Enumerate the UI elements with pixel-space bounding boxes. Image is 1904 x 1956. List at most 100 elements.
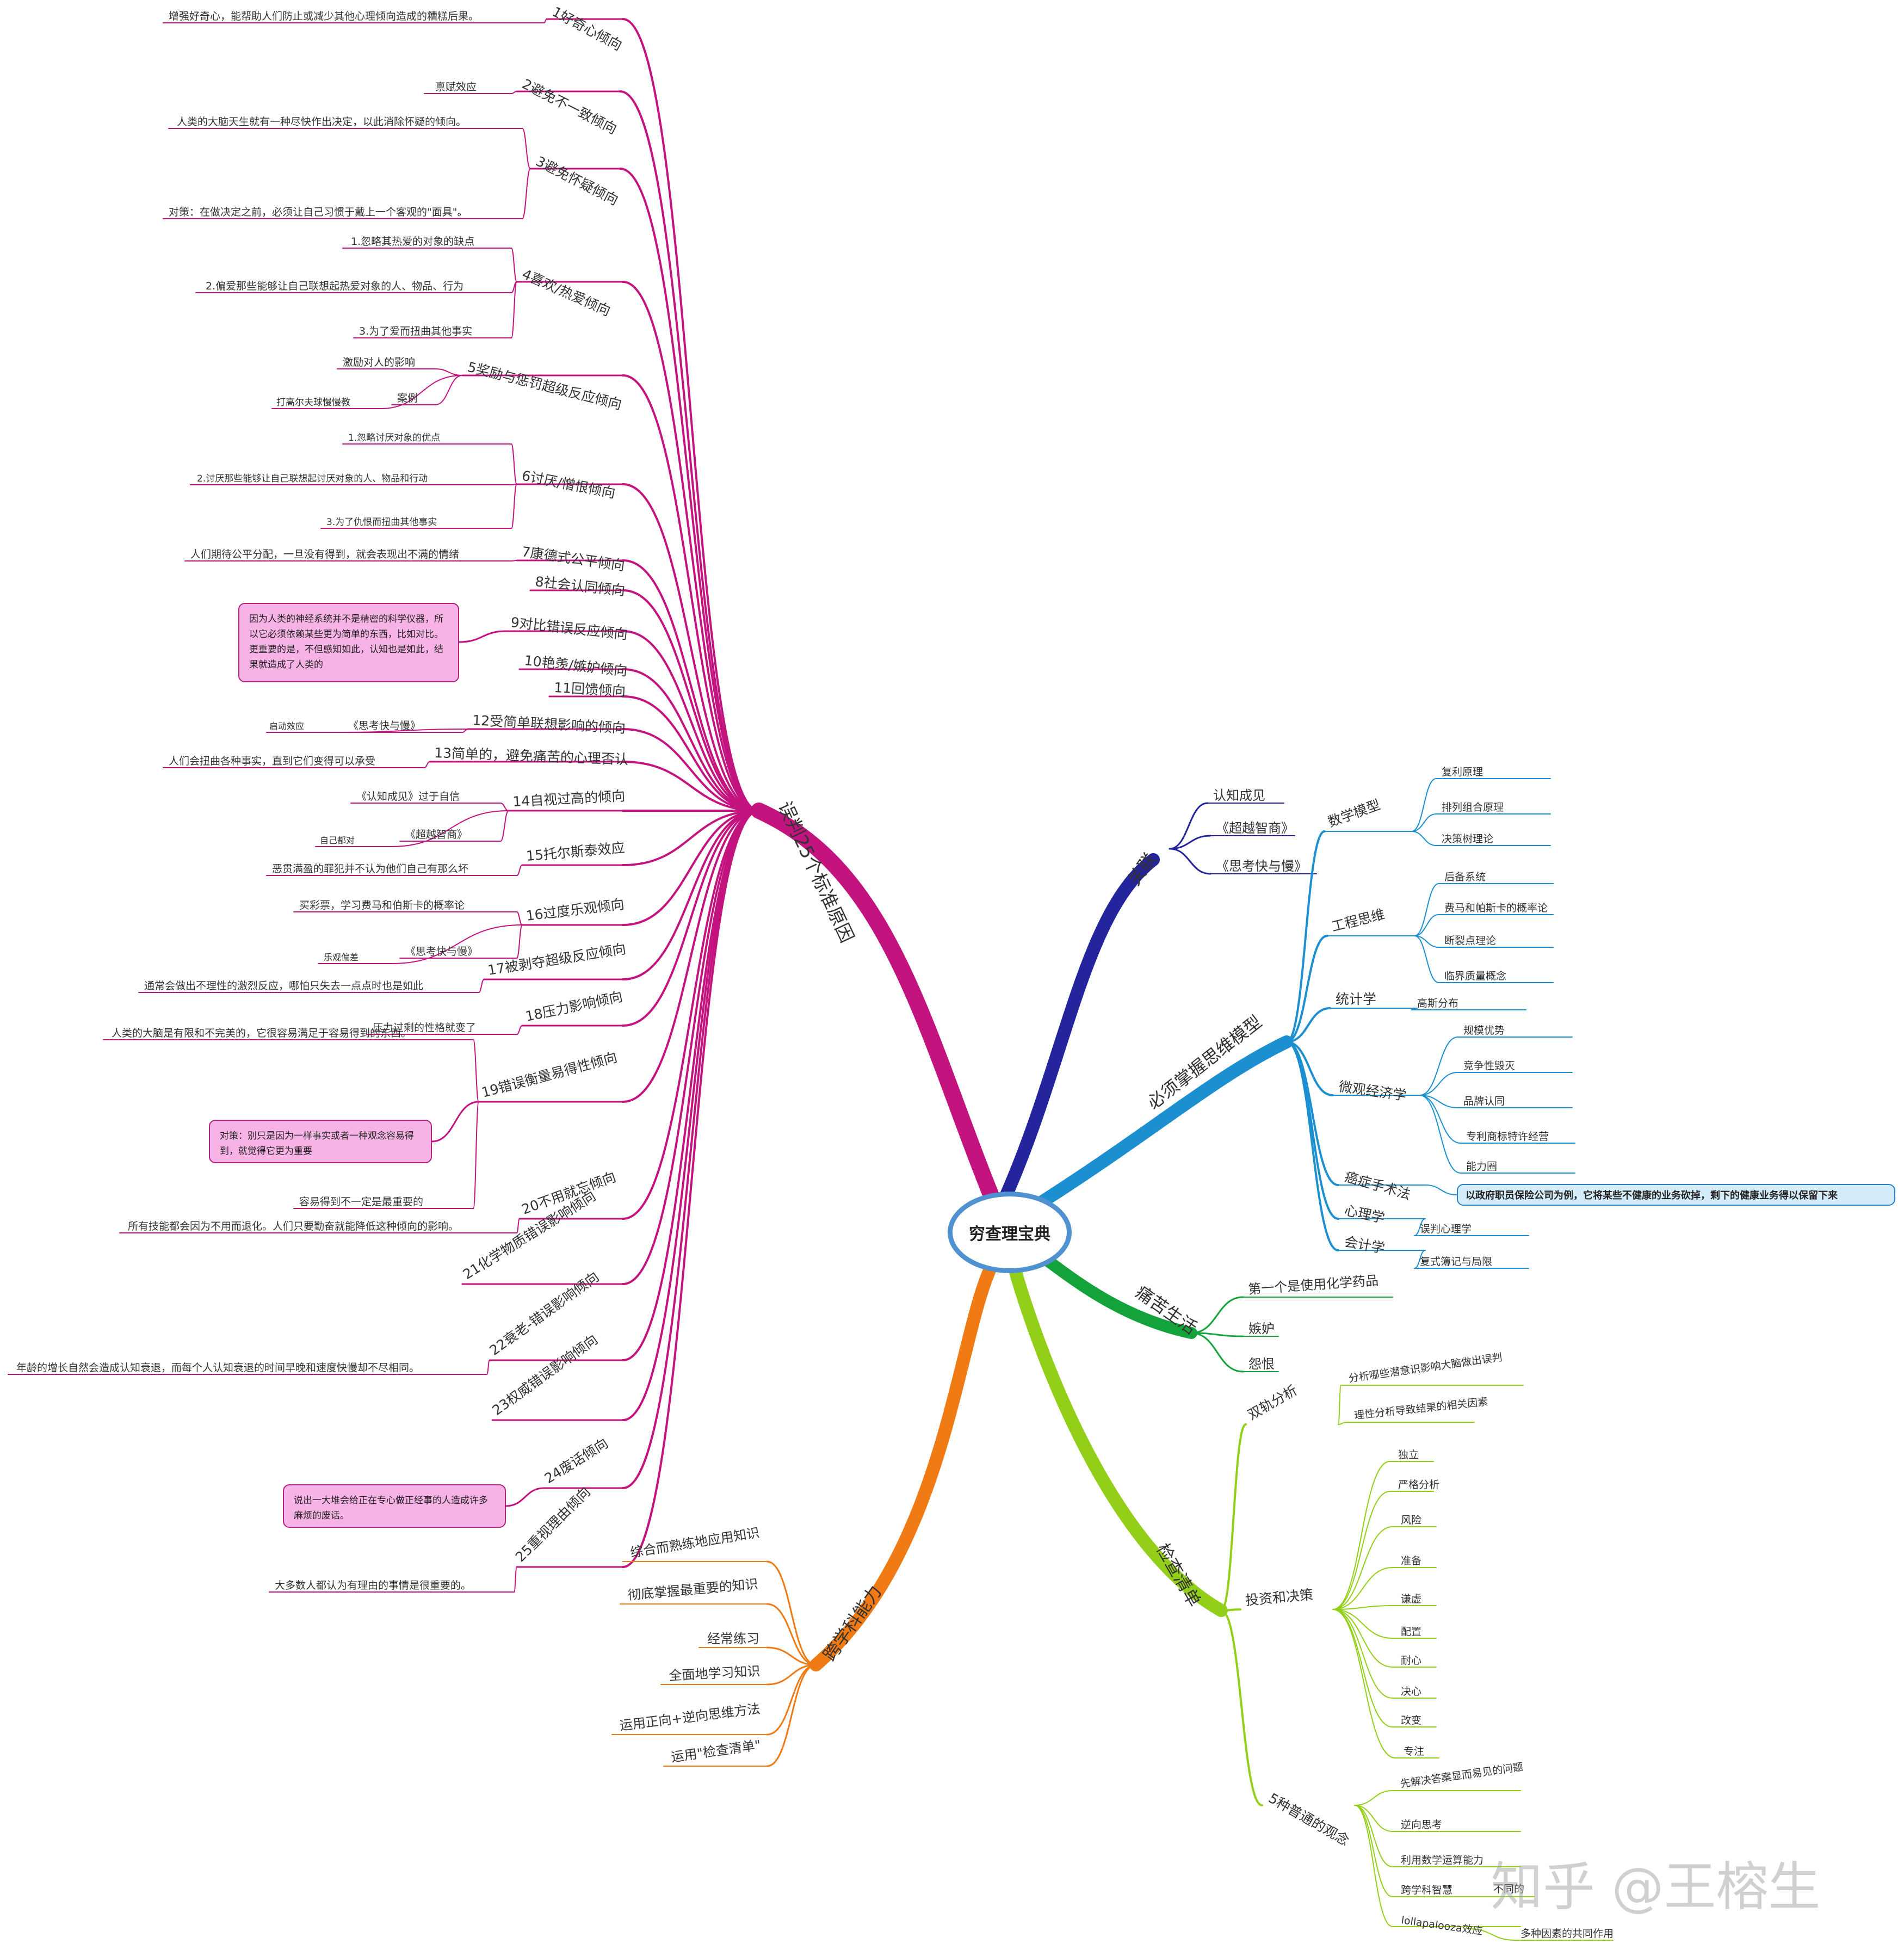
misjudgment-leaf-label: 《认知成见》过于自信 — [356, 791, 460, 803]
checklist-leaf-label: 谦虚 — [1401, 1593, 1421, 1605]
misjudgment-item-label[interactable]: 14自视过高的倾向 — [512, 788, 626, 810]
models-item-label[interactable]: 统计学 — [1336, 991, 1376, 1007]
central-topic[interactable]: 穷查理宝典 — [948, 1192, 1072, 1273]
models-item-label[interactable]: 工程思维 — [1330, 906, 1386, 934]
guanlian-item-label[interactable]: 《超越智商》 — [1216, 820, 1294, 836]
models-leaf-label: 能力圈 — [1466, 1161, 1497, 1173]
misjudgment-leaf-connector — [511, 248, 517, 282]
callout-contrast-note[interactable]: 因为人类的神经系统并不是精密的科学仪器，所以它必须依赖某些更为简单的东西，比如对… — [238, 603, 459, 682]
misjudgment-leaf-label: 2.讨厌那些能够让自己联想起讨厌对象的人、物品和行动 — [197, 473, 428, 484]
misjudgment-leaf-connector — [435, 368, 463, 376]
models-leaf-label: 费马和帕斯卡的概率论 — [1444, 902, 1548, 914]
models-leaf-label: 高斯分布 — [1417, 997, 1458, 1009]
misjudgment-item-label[interactable]: 6讨厌/憎恨倾向 — [521, 467, 617, 501]
pain-item-label[interactable]: 嫉妒 — [1248, 1321, 1275, 1336]
checklist-leaf-label: 配置 — [1401, 1626, 1421, 1638]
cross-connector — [766, 1646, 817, 1666]
pain-item-label[interactable]: 怨恨 — [1248, 1356, 1275, 1372]
checklist-extra-label: 多种因素的共同作用 — [1520, 1928, 1614, 1940]
checklist-leaf-connector — [1354, 1805, 1393, 1897]
checklist-item-label[interactable]: 5种普通的观念 — [1266, 1790, 1352, 1849]
misjudgment-leaf-label: 恶贯满盈的罪犯并不认为他们自己有那么坏 — [272, 863, 468, 875]
misjudgment-item-label[interactable]: 25重视理由倾向 — [512, 1484, 594, 1565]
misjudgment-item-label[interactable]: 15托尔斯泰效应 — [526, 840, 626, 864]
checklist-item-label[interactable]: 投资和决策 — [1245, 1587, 1314, 1608]
misjudgment-item-label[interactable]: 1好奇心倾向 — [549, 4, 625, 54]
checklist-leaf-label: 决心 — [1401, 1686, 1421, 1698]
misjudgment-item-label[interactable]: 2避免不一致倾向 — [520, 76, 619, 138]
callout-nonsense-note[interactable]: 说出一大堆会给正在专心做正经事的人造成许多麻烦的废话。 — [283, 1484, 506, 1528]
misjudgment-item-label[interactable]: 17被剥夺超级反应倾向 — [486, 941, 627, 978]
cross-item-label[interactable]: 运用"检查清单" — [670, 1737, 762, 1765]
models-connector — [1285, 1007, 1331, 1043]
checklist-connector — [1220, 1609, 1263, 1806]
models-leaf-label: 复式簿记与局限 — [1420, 1256, 1492, 1268]
cross-item-label[interactable]: 经常练习 — [707, 1631, 759, 1646]
models-item-label[interactable]: 会计学 — [1343, 1233, 1386, 1256]
misjudgment-leaf-label: 所有技能都会因为不用而退化。人们只要勤奋就能降低这种倾向的影响。 — [128, 1220, 459, 1232]
cross-item-label[interactable]: 综合而熟练地应用知识 — [629, 1525, 761, 1560]
misjudgment-leaf-connector — [500, 810, 509, 842]
misjudgment-leaf-connector — [337, 729, 468, 733]
checklist-leaf-connector — [1332, 1491, 1390, 1610]
misjudgment-connector — [622, 559, 760, 812]
cross-connector — [766, 1603, 817, 1666]
misjudgment-leaf-connector — [543, 18, 547, 23]
models-leaf-label: 复利原理 — [1442, 766, 1483, 778]
models-item-label[interactable]: 微观经济学 — [1338, 1078, 1407, 1103]
callout-availability-note[interactable]: 对策：别只是因为一样事实或者一种观念容易得到，就觉得它更为重要 — [209, 1120, 432, 1163]
models-item-label[interactable]: 数学模型 — [1326, 797, 1382, 830]
main-branch-models — [1024, 1035, 1293, 1215]
misjudgment-item-label[interactable]: 8社会认同倾向 — [534, 573, 626, 598]
misjudgment-item-label[interactable]: 4喜欢/热爱倾向 — [520, 266, 613, 319]
guanlian-connector — [1169, 802, 1209, 850]
misjudgment-item-label[interactable]: 24废话倾向 — [542, 1435, 611, 1486]
checklist-leaf-connector — [1332, 1609, 1393, 1668]
callout-connector — [458, 630, 507, 643]
misjudgment-item-label[interactable]: 10艳羡/嫉妒倾向 — [523, 652, 628, 679]
guanlian-connector — [1169, 835, 1211, 850]
pain-item-label[interactable]: 第一个是使用化学药品 — [1247, 1273, 1378, 1297]
cross-item-label[interactable]: 运用正向+逆向思维方法 — [619, 1701, 761, 1733]
guanlian-item-label[interactable]: 认知成见 — [1213, 788, 1265, 803]
branch-title-checklist[interactable]: 检查清单 — [1152, 1540, 1205, 1611]
misjudgment-item-label[interactable]: 9对比错误反应倾向 — [510, 614, 628, 642]
checklist-leaf-connector — [1338, 1385, 1342, 1425]
misjudgment-item-label[interactable]: 11回馈倾向 — [554, 680, 626, 699]
misjudgment-leaf-label: 年龄的增长自然会造成认知衰退，而每个人认知衰退的时间早晚和速度快慢却不尽相同。 — [16, 1362, 419, 1374]
checklist-extra-connector — [1468, 1928, 1516, 1941]
misjudgment-leaf-connector — [516, 911, 523, 925]
models-item-label[interactable]: 癌症手术法 — [1343, 1169, 1412, 1202]
misjudgment-leaf-connector — [516, 1025, 523, 1035]
misjudgment-item-label[interactable]: 13简单的，避免痛苦的心理否认 — [434, 745, 629, 767]
checklist-leaf-connector — [1354, 1805, 1393, 1867]
misjudgment-connector — [622, 810, 760, 980]
models-item-label[interactable]: 心理学 — [1343, 1202, 1386, 1226]
misjudgment-item-label[interactable]: 7康德式公平倾向 — [521, 544, 626, 573]
checklist-leaf-connector — [1332, 1526, 1393, 1610]
misjudgment-leaf-connector — [516, 924, 523, 959]
checklist-leaf-label: 跨学科智慧 — [1401, 1884, 1452, 1896]
models-leaf-connector — [1414, 883, 1439, 936]
cross-item-label[interactable]: 全面地学习知识 — [669, 1663, 761, 1683]
cross-item-label[interactable]: 彻底掌握最重要的知识 — [627, 1576, 759, 1603]
misjudgment-item-label[interactable]: 12受简单联想影响的倾向 — [472, 712, 626, 736]
models-leaf-connector — [1419, 1095, 1461, 1144]
callout-cancer-surgery-note[interactable]: 以政府职员保险公司为例，它将某些不健康的业务砍掉，剩下的健康业务得以保留下来 — [1457, 1184, 1895, 1206]
misjudgment-item-label[interactable]: 5奖励与惩罚超级反应倾向 — [466, 359, 623, 413]
misjudgment-leaf-label: 容易得到不一定是最重要的 — [299, 1196, 423, 1208]
misjudgment-leaf-connector — [424, 761, 430, 768]
misjudgment-leaf-connector — [514, 1566, 517, 1593]
misjudgment-item-label[interactable]: 18压力影响倾向 — [524, 989, 624, 1025]
misjudgment-item-label[interactable]: 3避免怀疑倾向 — [533, 153, 621, 208]
branch-title-cross[interactable]: 跨学科能力 — [819, 1582, 886, 1665]
callout-contrast-text: 因为人类的神经系统并不是精密的科学仪器，所以它必须依赖某些更为简单的东西，比如对… — [249, 614, 443, 670]
misjudgment-leaf-label: 《思考快与慢》 — [405, 946, 478, 958]
misjudgment-item-label[interactable]: 16过度乐观倾向 — [525, 896, 625, 924]
misjudgment-item-label[interactable]: 19错误衡量易得性倾向 — [480, 1049, 619, 1100]
guanlian-item-label[interactable]: 《思考快与慢》 — [1216, 859, 1307, 874]
checklist-leaf-connector — [1354, 1805, 1393, 1927]
checklist-item-label[interactable]: 双轨分析 — [1245, 1382, 1300, 1423]
misjudgment-leaf-connector — [511, 281, 517, 338]
